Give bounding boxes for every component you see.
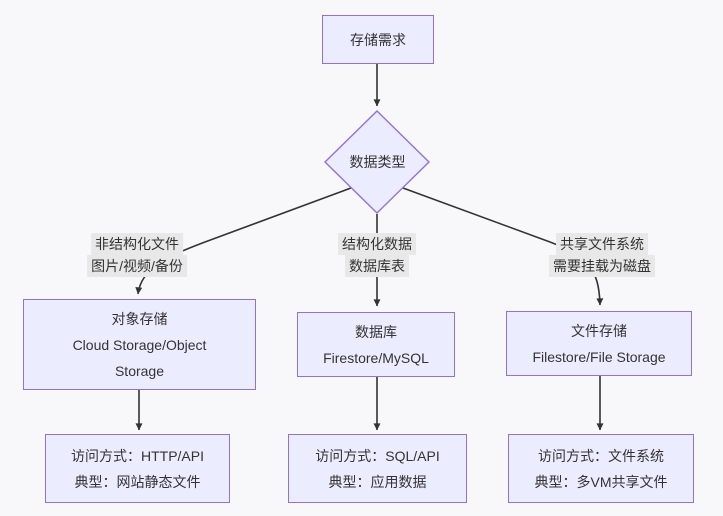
- edge-label-shared-line2: 需要挂载为磁盘: [549, 255, 655, 277]
- node-storage-requirement: 存储需求: [322, 15, 434, 64]
- node-decision-label: 数据类型: [349, 154, 406, 170]
- node-object-storage-title: 对象存储: [111, 310, 168, 327]
- edge-label-structured-line1: 结构化数据: [338, 233, 416, 255]
- edge-label-unstructured: 非结构化文件 图片/视频/备份: [87, 233, 187, 277]
- edge-label-structured: 结构化数据 数据库表: [338, 233, 416, 277]
- node-database-title: 数据库: [355, 323, 397, 340]
- node-object-access: 访问方式：HTTP/API 典型：网站静态文件: [45, 434, 230, 503]
- node-file-access-line2: 典型：多VM共享文件: [534, 473, 668, 490]
- node-database-access: 访问方式：SQL/API 典型：应用数据: [288, 434, 467, 503]
- node-file-storage-title: 文件存储: [571, 322, 627, 339]
- node-database: 数据库 Firestore/MySQL: [297, 312, 455, 377]
- node-file-access: 访问方式：文件系统 典型：多VM共享文件: [508, 434, 694, 503]
- edge-label-unstructured-line1: 非结构化文件: [91, 233, 183, 255]
- node-object-access-line1: 访问方式：HTTP/API: [70, 447, 204, 464]
- edge-label-unstructured-line2: 图片/视频/备份: [87, 255, 187, 277]
- edge-label-shared-line1: 共享文件系统: [556, 233, 648, 255]
- decision-diamond-shape: [324, 110, 430, 214]
- node-database-subtitle: Firestore/MySQL: [323, 349, 429, 366]
- node-object-access-line2: 典型：网站静态文件: [74, 473, 201, 490]
- node-object-storage-subtitle: Cloud Storage/Object Storage: [72, 336, 207, 379]
- node-database-access-line1: 访问方式：SQL/API: [315, 447, 440, 464]
- node-file-storage-subtitle: Filestore/File Storage: [532, 348, 666, 365]
- node-file-storage: 文件存储 Filestore/File Storage: [506, 311, 692, 376]
- node-object-storage: 对象存储 Cloud Storage/Object Storage: [23, 299, 256, 390]
- node-storage-requirement-label: 存储需求: [350, 31, 406, 48]
- edge-label-shared: 共享文件系统 需要挂载为磁盘: [549, 233, 655, 277]
- node-file-access-line1: 访问方式：文件系统: [538, 447, 664, 464]
- edge-label-structured-line2: 数据库表: [345, 255, 409, 277]
- node-decision: 数据类型: [327, 148, 428, 176]
- node-database-access-line2: 典型：应用数据: [328, 473, 427, 490]
